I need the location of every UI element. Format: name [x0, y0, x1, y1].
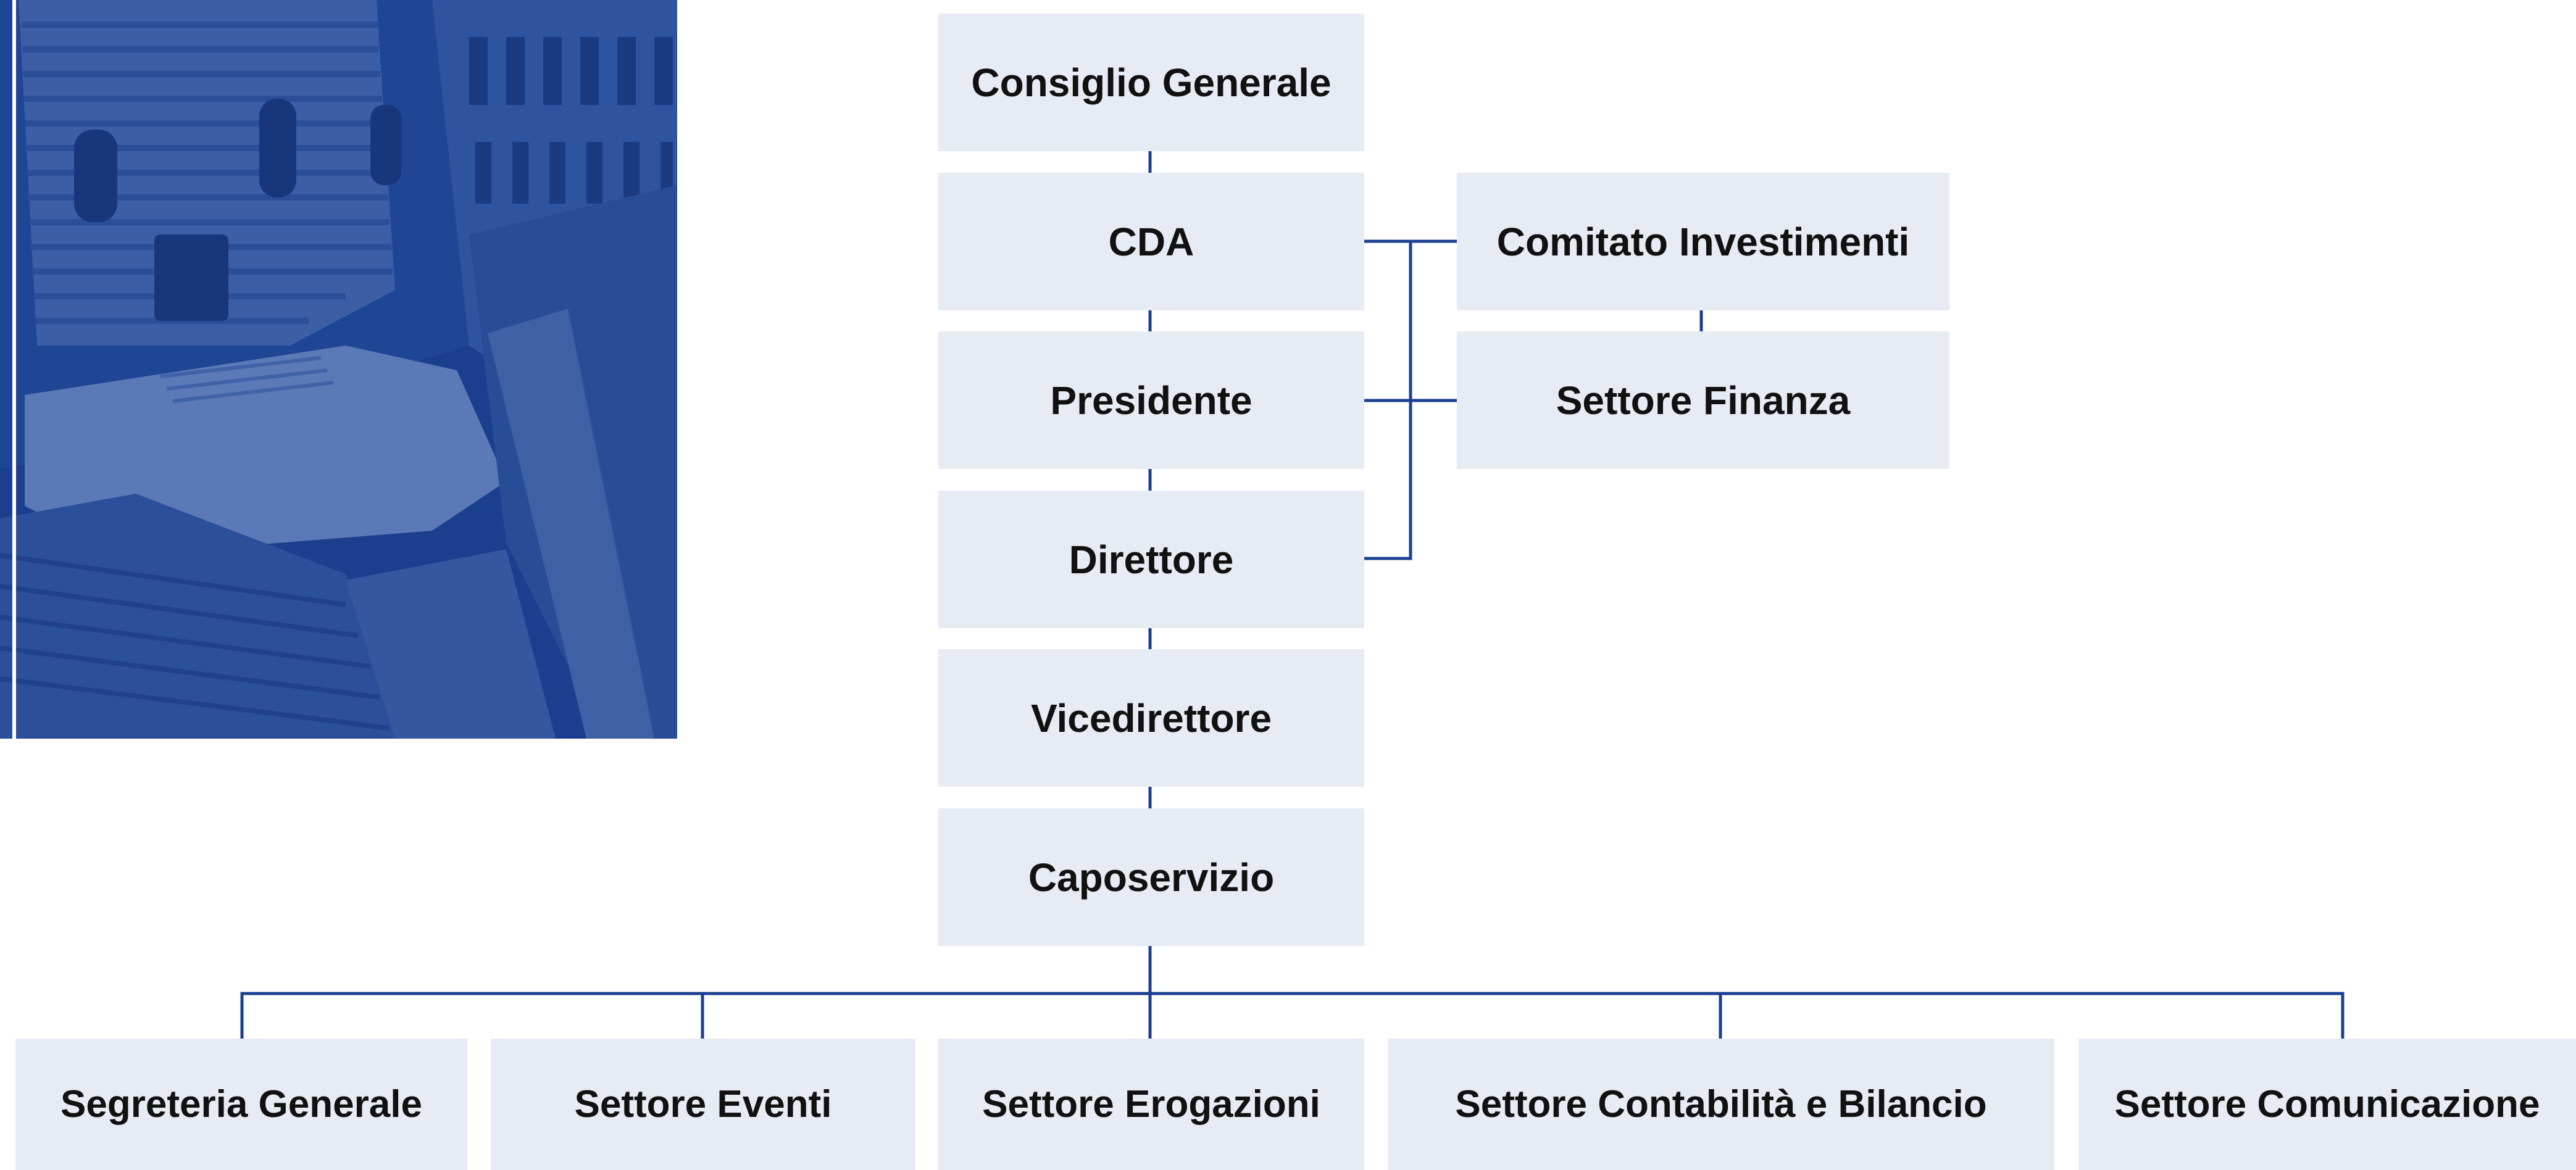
node-cda: CDA [938, 173, 1364, 310]
node-label: Presidente [1050, 378, 1253, 423]
node-label: Segreteria Generale [60, 1083, 422, 1126]
node-label: Settore Comunicazione [2114, 1083, 2540, 1126]
node-segreteria-generale: Segreteria Generale [15, 1039, 467, 1170]
node-settore-comunicazione: Settore Comunicazione [2078, 1039, 2576, 1170]
node-label: Direttore [1069, 537, 1234, 582]
node-direttore: Direttore [938, 491, 1364, 628]
node-label: Consiglio Generale [971, 60, 1332, 105]
node-settore-eventi: Settore Eventi [491, 1039, 915, 1170]
node-label: Vicedirettore [1030, 695, 1272, 741]
node-vicedirettore: Vicedirettore [938, 649, 1364, 787]
node-presidente: Presidente [938, 331, 1364, 469]
node-settore-erogazioni: Settore Erogazioni [938, 1039, 1364, 1170]
node-label: Settore Contabilità e Bilancio [1455, 1083, 1987, 1126]
node-comitato-investimenti: Comitato Investimenti [1457, 173, 1949, 310]
node-settore-contabilita-bilancio: Settore Contabilità e Bilancio [1388, 1039, 2054, 1170]
node-label: Comitato Investimenti [1496, 219, 1910, 264]
node-settore-finanza: Settore Finanza [1457, 331, 1949, 469]
node-label: Settore Erogazioni [982, 1083, 1320, 1126]
node-label: CDA [1108, 219, 1194, 264]
node-caposervizio: Caposervizio [938, 808, 1364, 946]
node-label: Settore Eventi [574, 1083, 832, 1126]
node-label: Settore Finanza [1556, 378, 1851, 423]
building-photo [0, 0, 677, 739]
node-label: Caposervizio [1028, 855, 1275, 900]
node-consiglio-generale: Consiglio Generale [938, 14, 1364, 151]
